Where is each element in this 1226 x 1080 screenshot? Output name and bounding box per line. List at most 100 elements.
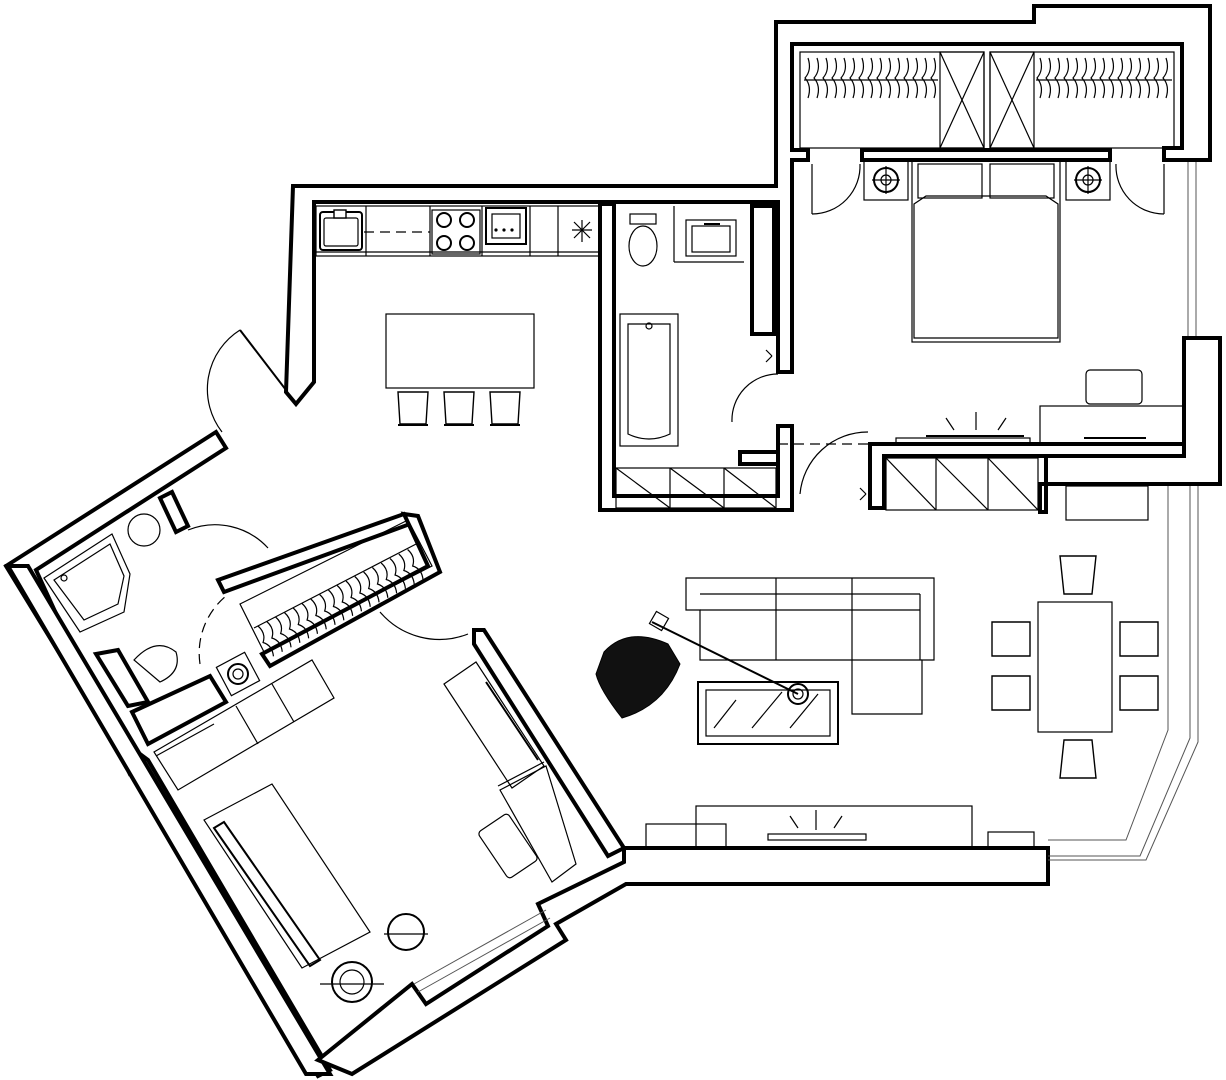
armchair-icon: [320, 961, 384, 1003]
walls: [3, 4, 1222, 1079]
wardrobe-left: [799, 51, 985, 149]
dining-chairs: [991, 555, 1159, 779]
hanger-icon: [903, 57, 910, 99]
guest-bedroom: [153, 659, 577, 1003]
clothes-hangers: [804, 57, 1169, 99]
hanger-icon: [389, 558, 407, 589]
clothes-hangers: [257, 549, 424, 657]
hanger-icon: [867, 57, 874, 99]
sectional-sofa-icon: [685, 577, 935, 715]
toilet-icon: [628, 213, 658, 267]
hanger-icon: [1090, 57, 1097, 99]
bathroom-door: [731, 349, 779, 423]
cooktop-icon: [431, 209, 481, 255]
double-bed-icon: [911, 159, 1061, 343]
washbasin-icon: [685, 219, 737, 257]
hanger-icon: [1099, 57, 1106, 99]
kitchen: [206, 205, 601, 433]
sofa-bed-icon: [203, 783, 371, 969]
master-bedroom: [799, 51, 1197, 511]
hanger-icon: [363, 571, 380, 603]
dining-table: [1037, 601, 1113, 733]
bedroom-wardrobe-bottom: [885, 457, 1039, 511]
hanger-icon: [345, 580, 363, 612]
tv-icon: [767, 810, 867, 841]
guest-wardrobe: [239, 519, 433, 653]
hanger-icon: [398, 553, 415, 585]
hanger-icon: [257, 625, 275, 657]
desk: [1039, 405, 1185, 445]
stool-icon: [384, 913, 428, 951]
hanger-icon: [266, 621, 283, 652]
corner-shower-icon: [43, 533, 131, 633]
hanger-icon: [1126, 57, 1133, 99]
hanger-icon: [813, 57, 820, 99]
hanger-icon: [301, 603, 319, 634]
hall-wardrobe: [615, 467, 777, 509]
hanger-icon: [930, 57, 937, 99]
desk-chair: [1085, 369, 1143, 405]
hanger-icon: [380, 562, 398, 594]
hanger-icon: [858, 57, 865, 99]
hanger-icon: [283, 612, 301, 643]
bedroom-door: [799, 431, 869, 501]
living-room: [595, 485, 1199, 861]
window-right: [1187, 162, 1197, 336]
hanger-icon: [336, 585, 354, 616]
hanger-icon: [885, 57, 892, 99]
hanger-icon: [1144, 57, 1151, 99]
wardrobe-right: [989, 51, 1175, 149]
window-balcony: [1048, 486, 1199, 861]
hanger-icon: [894, 57, 901, 99]
hanger-icon: [407, 549, 424, 580]
hanger-icon: [912, 57, 919, 99]
nightstand-right-icon: [1065, 159, 1111, 201]
hanger-icon: [1153, 57, 1160, 99]
shower-room: [43, 513, 469, 697]
hanger-icon: [1045, 57, 1052, 99]
kitchen-sink-icon: [319, 209, 363, 251]
hanger-icon: [292, 607, 310, 639]
entrance-door: [206, 329, 287, 433]
hanger-icon: [1162, 57, 1169, 99]
tv-icon: [895, 412, 1031, 445]
hanger-icon: [1081, 57, 1088, 99]
nightstand-left-icon: [863, 159, 909, 201]
hanger-icon: [831, 57, 838, 99]
hanger-icon: [840, 57, 847, 99]
oven-icon: [485, 207, 527, 245]
hanger-icon: [327, 589, 345, 621]
hanger-icon: [354, 576, 371, 607]
hanger-icon: [921, 57, 928, 99]
sideboard: [1065, 485, 1149, 521]
guest-desk: [443, 661, 577, 883]
hanger-icon: [822, 57, 829, 99]
coffee-table-icon: [697, 681, 839, 745]
bathtub-icon: [619, 313, 679, 447]
hanger-icon: [1063, 57, 1070, 99]
hanger-icon: [1036, 57, 1043, 99]
basin-icon: [127, 513, 161, 547]
hanger-icon: [1135, 57, 1142, 99]
toilet-icon: [133, 645, 178, 683]
hanger-icon: [804, 57, 811, 99]
hanger-icon: [310, 598, 327, 630]
hanger-icon: [371, 567, 389, 598]
guest-storage: [153, 659, 335, 791]
floor-lamp-icon: [595, 610, 809, 719]
island-table: [385, 313, 535, 389]
washing-machine-icon: [215, 651, 261, 697]
hanger-icon: [275, 616, 292, 648]
hanger-icon: [1117, 57, 1124, 99]
hanger-icon: [1054, 57, 1061, 99]
bar-stools: [397, 391, 521, 426]
window-guest: [413, 909, 551, 993]
hanger-icon: [876, 57, 883, 99]
hanger-icon: [319, 594, 336, 625]
hanger-icon: [849, 57, 856, 99]
bathroom: [615, 206, 870, 509]
hanger-icon: [1108, 57, 1115, 99]
fridge-icon: [572, 220, 592, 242]
hanger-icon: [1072, 57, 1079, 99]
kitchen-counter: [315, 205, 601, 257]
